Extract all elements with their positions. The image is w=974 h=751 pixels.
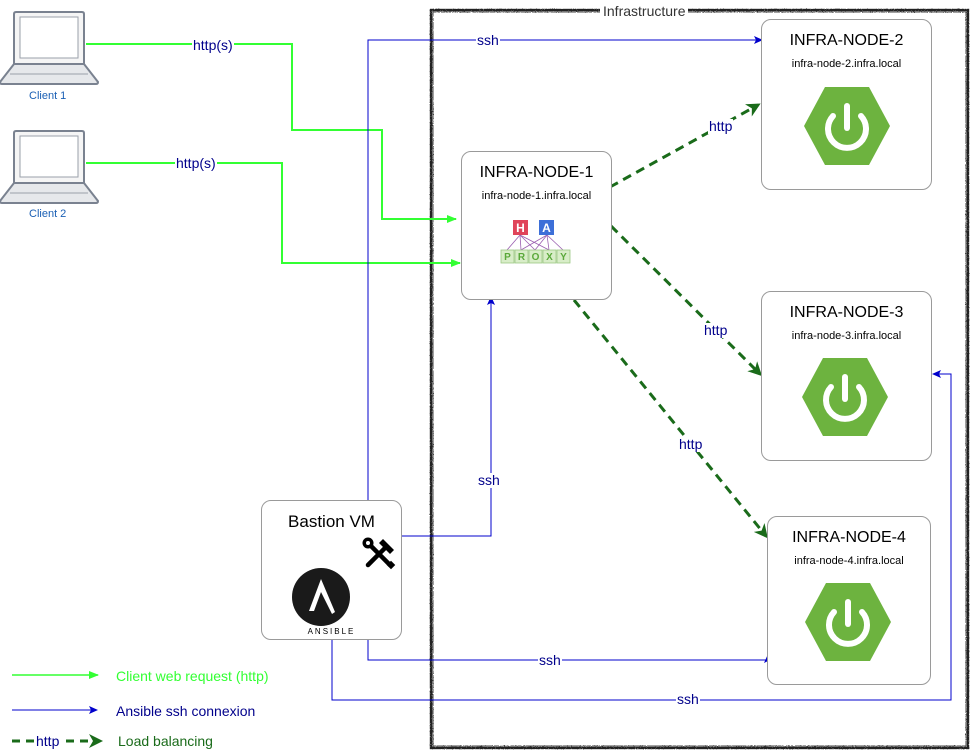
edge-ssh-bastion-to-node4 [367,640,772,663]
edge-ssh-bastion-to-node3 [331,370,952,701]
legend-lb-inline-label: http [36,733,60,749]
node-title: INFRA-NODE-4 [792,529,906,546]
edge-lb-node1-to-node2 [609,103,761,189]
node-hostname: infra-node-4.infra.local [794,555,904,567]
edge-label-ssh-node3: ssh [676,691,700,707]
tools-icon [362,537,396,570]
haproxy-letter: Y [560,252,567,263]
edge-ssh-bastion-to-node1 [402,296,495,537]
edge-label-lb-node2: http [708,118,734,134]
edge-label-client2: http(s) [175,155,217,171]
haproxy-letter: X [546,252,553,263]
legend-lb-label: Load balancing [118,733,213,749]
edge-label-lb-node3: http [703,322,729,338]
spring-boot-power-icon [804,87,890,165]
haproxy-letter: P [504,252,511,263]
infra-node-3[interactable]: INFRA-NODE-3 infra-node-3.infra.local [761,291,932,461]
client-2-label: Client 2 [29,208,67,220]
node-title: INFRA-NODE-3 [789,304,904,321]
infra-node-4[interactable]: INFRA-NODE-4 infra-node-4.infra.local [767,516,931,685]
ansible-logo-icon [292,568,350,626]
edge-label-client1: http(s) [192,37,234,53]
haproxy-letter: H [516,221,525,235]
edge-ssh-bastion-to-node2 [367,36,763,500]
edge-lb-node1-to-node3 [609,224,763,377]
node-title: INFRA-NODE-1 [479,164,594,181]
infrastructure-title: Infrastructure [600,3,689,19]
haproxy-letter: R [518,252,526,263]
legend-ssh-label: Ansible ssh connexion [116,703,256,719]
node-hostname: infra-node-1.infra.local [481,190,592,202]
infra-node-1[interactable]: INFRA-NODE-1 infra-node-1.infra.local H … [461,151,612,300]
spring-boot-power-icon [802,358,888,436]
infrastructure-frame [429,8,970,750]
client-1-label: Client 1 [29,90,67,102]
edge-client1-to-node1 [86,43,457,223]
legend-client-label: Client web request (http) [116,668,269,684]
laptop-icon [0,11,100,85]
edge-label-ssh-node1: ssh [477,472,501,488]
edge-client2-to-node1 [86,162,461,267]
bastion-vm[interactable]: Bastion VM ANSIBLE [261,500,402,640]
ansible-wordmark: ANSIBLE [307,627,356,636]
haproxy-logo-icon: H A P R O X Y [500,220,571,264]
haproxy-letter: A [542,221,551,235]
node-title: Bastion VM [288,512,375,531]
spring-boot-power-icon [805,583,891,661]
haproxy-letter: O [532,252,540,263]
laptop-icon [0,130,100,204]
edge-label-ssh-node4: ssh [538,652,562,668]
node-title: INFRA-NODE-2 [789,32,904,49]
edge-label-lb-node4: http [678,436,704,452]
edge-lb-node1-to-node4 [572,299,768,539]
node-hostname: infra-node-3.infra.local [791,330,902,342]
node-hostname: infra-node-2.infra.local [791,58,902,70]
infra-node-2[interactable]: INFRA-NODE-2 infra-node-2.infra.local [761,19,932,190]
edge-label-ssh-node2: ssh [476,32,500,48]
